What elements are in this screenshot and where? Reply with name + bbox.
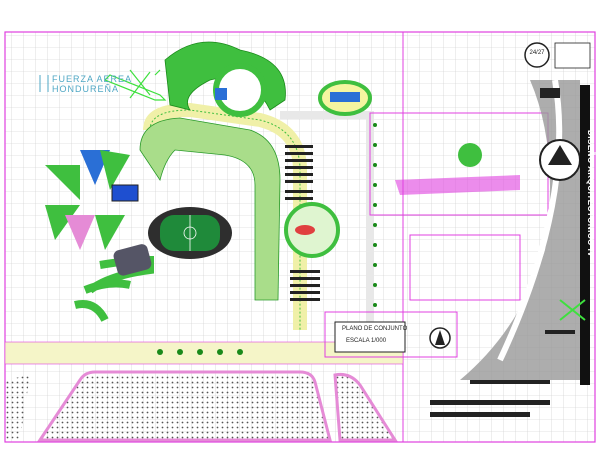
logo-line1: FUERZA AEREA <box>52 74 133 84</box>
airplane-icon <box>103 69 167 101</box>
parking-lot <box>37 370 332 442</box>
sheet-border <box>4 31 596 443</box>
course-title: DISEÑO ARQUITECTONICO IV <box>586 130 595 258</box>
sheet-number-circle <box>524 42 550 68</box>
plan-scale: ESCALA 1/000 <box>346 338 387 344</box>
plan-label-box <box>334 321 406 353</box>
road <box>4 341 404 365</box>
title-strip <box>580 85 590 385</box>
sheet-number: 24/27 <box>529 50 545 56</box>
logo-line2: HONDUREÑA <box>52 84 120 94</box>
plan-title: PLANO DE CONJUNTO <box>342 326 408 332</box>
